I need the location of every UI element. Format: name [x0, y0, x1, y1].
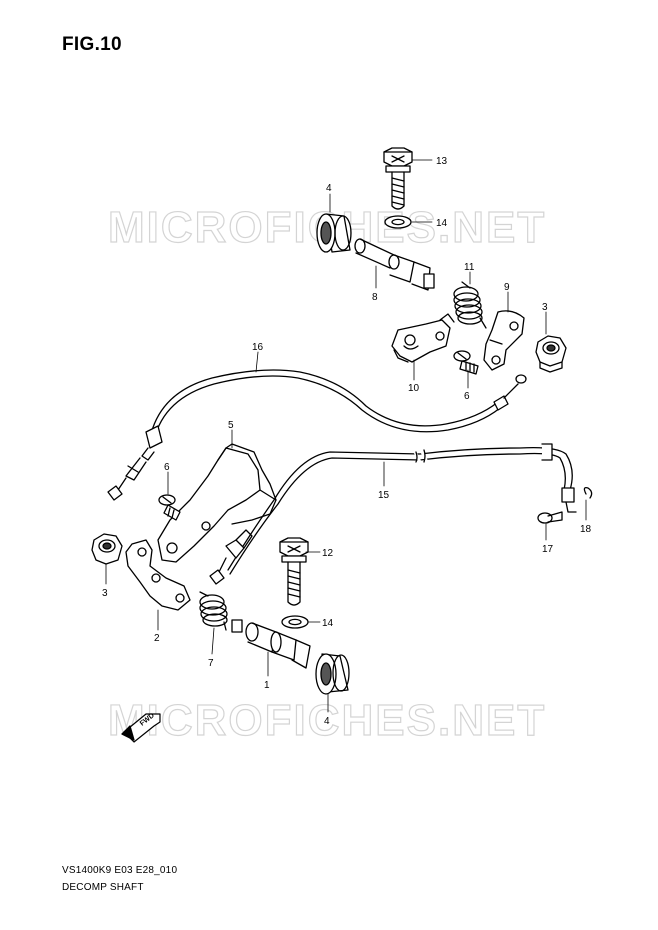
callout-16[interactable]: 16 [252, 342, 264, 353]
part-5-bracket[interactable] [157, 443, 277, 563]
part-16-cable[interactable] [107, 369, 527, 501]
part-4-seal[interactable] [316, 213, 352, 253]
part-4-seal-bottom[interactable] [315, 653, 350, 695]
part-7-spring[interactable] [199, 591, 228, 631]
part-18-clip[interactable] [583, 486, 593, 499]
model-code: VS1400K9 E03 E28_010 [62, 865, 178, 876]
part-1-shaft[interactable] [231, 619, 311, 669]
callout-6-top[interactable]: 6 [464, 391, 470, 402]
callout-17[interactable]: 17 [542, 544, 554, 555]
callout-labels: 13 14 4 8 11 9 3 10 6 16 5 6 15 17 18 12… [102, 156, 592, 727]
part-17-bolt[interactable] [537, 511, 563, 524]
callout-11[interactable]: 11 [464, 262, 475, 273]
callout-7[interactable]: 7 [208, 658, 214, 669]
callout-6-left[interactable]: 6 [164, 462, 170, 473]
callout-3-left[interactable]: 3 [102, 588, 108, 599]
fwd-arrow-icon: FWD [121, 712, 161, 743]
watermark-bottom: MICROFICHES.NET [107, 695, 547, 745]
diagram-name: DECOMP SHAFT [62, 882, 144, 893]
part-3-nut[interactable] [535, 335, 567, 373]
part-9-plate[interactable] [483, 310, 525, 371]
callout-2[interactable]: 2 [154, 633, 160, 644]
part-8-shaft[interactable] [354, 238, 435, 291]
callout-4-bottom[interactable]: 4 [324, 716, 330, 727]
part-15-cable[interactable] [209, 443, 577, 585]
part-10-lever[interactable] [391, 313, 455, 363]
callout-leaders [105, 159, 587, 713]
callout-9[interactable]: 9 [504, 282, 510, 293]
callout-4-top[interactable]: 4 [326, 183, 332, 194]
callout-13[interactable]: 13 [436, 156, 448, 167]
callout-5[interactable]: 5 [228, 420, 234, 431]
part-6-screw[interactable] [453, 350, 479, 375]
part-14-washer-middle[interactable] [281, 615, 309, 629]
callout-3-top[interactable]: 3 [542, 302, 548, 313]
callout-15[interactable]: 15 [378, 490, 390, 501]
part-12-bolt[interactable] [279, 537, 309, 606]
callout-14-middle[interactable]: 14 [322, 618, 334, 629]
callout-12[interactable]: 12 [322, 548, 334, 559]
part-13-bolt[interactable] [383, 147, 413, 210]
figure-title: FIG.10 [62, 34, 122, 55]
callout-18[interactable]: 18 [580, 524, 592, 535]
part-2-lever-plate[interactable] [125, 539, 191, 611]
part-3-nut-left[interactable] [91, 533, 123, 565]
callout-1[interactable]: 1 [264, 680, 270, 691]
callout-10[interactable]: 10 [408, 383, 420, 394]
part-6-bolt-left[interactable] [158, 494, 181, 521]
callout-8[interactable]: 8 [372, 292, 378, 303]
part-11-spring[interactable] [453, 281, 487, 329]
callout-14-top[interactable]: 14 [436, 218, 448, 229]
part-14-washer[interactable] [384, 215, 412, 229]
